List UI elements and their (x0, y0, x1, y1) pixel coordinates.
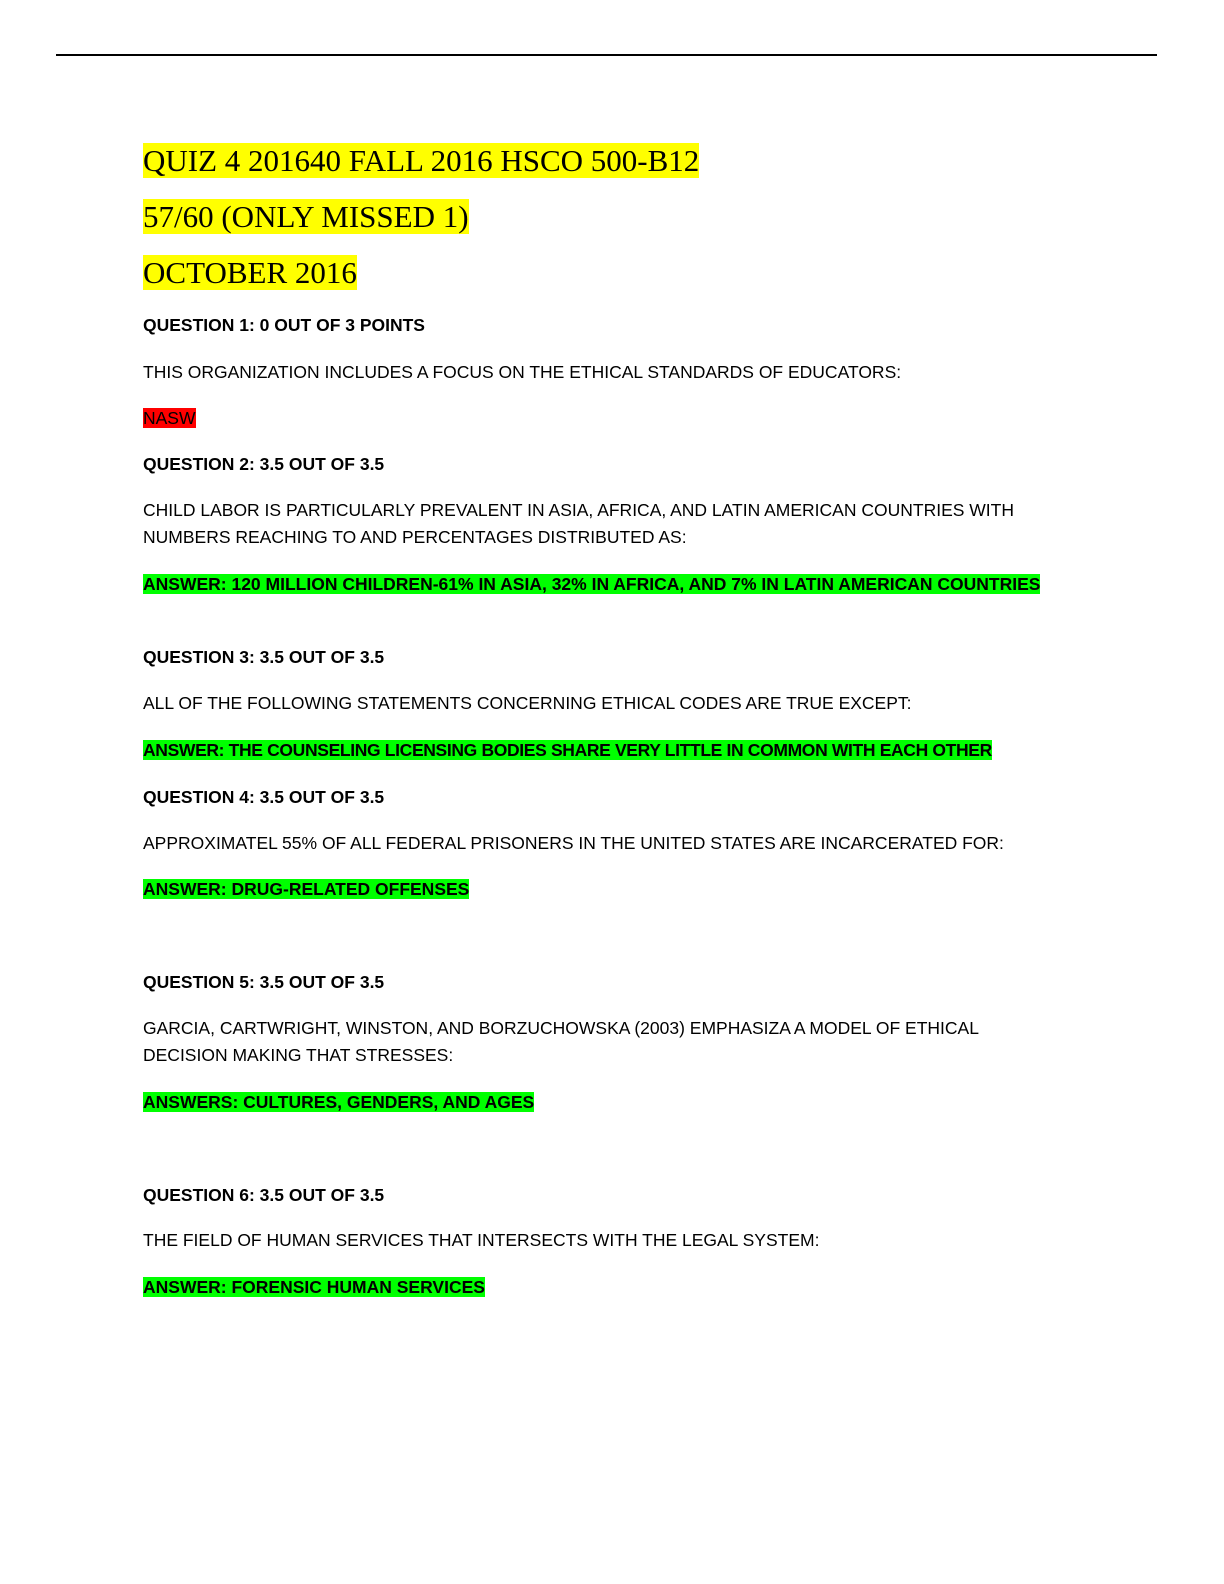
question-6-prompt: THE FIELD OF HUMAN SERVICES THAT INTERSE… (143, 1230, 820, 1250)
title-line-2: 57/60 (ONLY MISSED 1) (143, 198, 469, 236)
question-1-heading: QUESTION 1: 0 OUT OF 3 POINTS (143, 315, 425, 335)
question-5-heading: QUESTION 5: 3.5 OUT OF 3.5 (143, 972, 385, 992)
question-6-answer: ANSWER: FORENSIC HUMAN SERVICES (143, 1274, 1043, 1301)
question-3-prompt: ALL OF THE FOLLOWING STATEMENTS CONCERNI… (143, 693, 912, 713)
question-2-answer: ANSWER: 120 MILLION CHILDREN-61% IN ASIA… (143, 571, 1043, 598)
question-5-answer: ANSWERS: CULTURES, GENDERS, AND AGES (143, 1089, 1043, 1116)
correct-answer-text: ANSWER: 120 MILLION CHILDREN-61% IN ASIA… (143, 574, 1041, 594)
question-1-prompt: THIS ORGANIZATION INCLUDES A FOCUS ON TH… (143, 362, 902, 382)
header-rule (56, 54, 1157, 56)
title-line-1: QUIZ 4 201640 FALL 2016 HSCO 500-B12 (143, 142, 700, 180)
wrong-answer-text: NASW (143, 408, 196, 428)
correct-answer-text: ANSWER: FORENSIC HUMAN SERVICES (143, 1277, 485, 1297)
question-4-answer: ANSWER: DRUG-RELATED OFFENSES (143, 876, 1043, 903)
question-4-heading: QUESTION 4: 3.5 OUT OF 3.5 (143, 787, 385, 807)
date-text: OCTOBER 2016 (143, 255, 357, 290)
score-text: 57/60 (ONLY MISSED 1) (143, 199, 469, 234)
question-3-answer: ANSWER: THE COUNSELING LICENSING BODIES … (143, 737, 1063, 764)
question-1-answer: NASW (143, 405, 196, 431)
question-4-prompt: APPROXIMATEL 55% OF ALL FEDERAL PRISONER… (143, 833, 1004, 853)
title-line-3: OCTOBER 2016 (143, 254, 357, 292)
question-3-heading: QUESTION 3: 3.5 OUT OF 3.5 (143, 647, 385, 667)
question-2-prompt: CHILD LABOR IS PARTICULARLY PREVALENT IN… (143, 500, 1014, 547)
title-text-1: QUIZ 4 201640 FALL 2016 HSCO 500-B12 (143, 143, 700, 178)
correct-answer-text: ANSWER: DRUG-RELATED OFFENSES (143, 879, 470, 899)
correct-answer-text: ANSWER: THE COUNSELING LICENSING BODIES … (143, 740, 992, 760)
question-6-heading: QUESTION 6: 3.5 OUT OF 3.5 (143, 1185, 385, 1205)
question-5-prompt: GARCIA, CARTWRIGHT, WINSTON, AND BORZUCH… (143, 1018, 979, 1065)
question-2-heading: QUESTION 2: 3.5 OUT OF 3.5 (143, 454, 385, 474)
correct-answer-text: ANSWERS: CULTURES, GENDERS, AND AGES (143, 1092, 535, 1112)
